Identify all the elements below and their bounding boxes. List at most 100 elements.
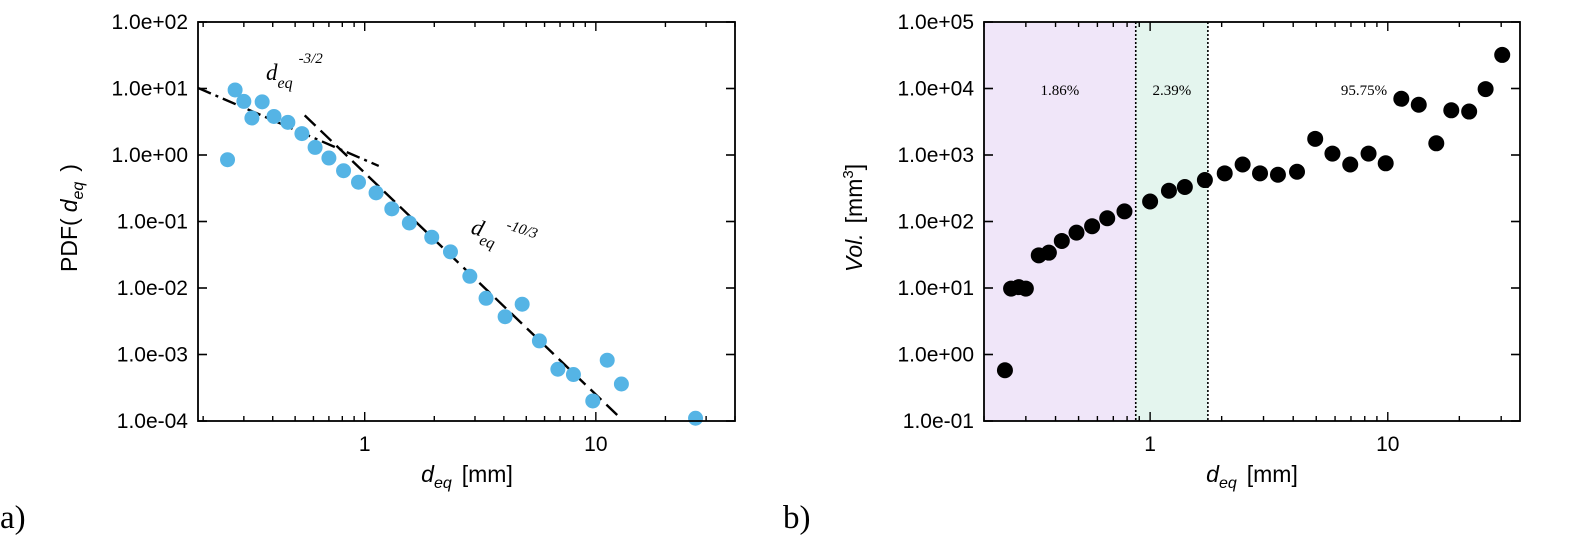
panel-b-data-point <box>1477 81 1494 98</box>
annotation-2-sup: -10/3 <box>504 217 539 242</box>
panel-b-ylabel-unit-sup: 3 <box>840 170 857 178</box>
region-label-1: 1.86% <box>1040 83 1079 99</box>
panel-b-y-tick-label: 1.0e+02 <box>898 211 975 234</box>
panel-a-data-point <box>497 309 513 325</box>
panel-a-x-axis-label: deq[mm] <box>421 461 513 492</box>
annotation-1-sup: -3/2 <box>299 51 324 67</box>
panel-a-annotation-2: deq-10/3 <box>466 207 539 264</box>
panel-a-xlabel-unit: [mm] <box>462 461 513 487</box>
panel-b-data-point <box>1176 179 1193 196</box>
panel-a-y-axis-label: PDF(deq) <box>56 164 87 272</box>
annotation-1-main: d <box>266 60 278 85</box>
panel-a-data-point <box>462 268 478 284</box>
panel-a-y-tick-label: 1.0e-04 <box>117 410 189 433</box>
panel-b-data-point <box>1160 182 1177 199</box>
panel-a-data-point <box>336 163 352 179</box>
panel-a-data-point <box>565 367 581 383</box>
panel-b-data-point <box>1099 210 1116 227</box>
panel-a-y-tick-labels: 1.0e+021.0e+011.0e+001.0e-011.0e-021.0e-… <box>112 11 189 433</box>
panel-b-data-point <box>1461 103 1478 120</box>
panel-b-region-labels: 1.86%2.39%95.75% <box>1040 83 1387 99</box>
region-2 <box>1135 22 1208 421</box>
panel-a-data-point <box>550 361 566 377</box>
panel-b-label: b) <box>783 500 811 536</box>
panel-a-data-point <box>613 376 629 392</box>
panel-b-y-axis-label: Vol. [mm3] <box>840 164 867 272</box>
panel-b-data-point <box>1428 135 1445 152</box>
panel-a-data-point <box>688 410 704 426</box>
panel-b-data-point <box>1017 280 1034 297</box>
panel-b-x-tick-label: 10 <box>1376 433 1399 456</box>
annotation-1-sub: eq <box>278 75 293 92</box>
panel-b-y-tick-label: 1.0e+03 <box>898 144 975 167</box>
panel-b-data-point <box>1216 165 1233 182</box>
annotation-2-sub: eq <box>477 232 497 253</box>
panel-b-data-point <box>1342 156 1359 173</box>
panel-a-label: a) <box>0 500 26 536</box>
panel-b-data-point <box>1269 166 1286 183</box>
panel-a-data-point <box>307 139 323 155</box>
panel-a-x-tick-label: 10 <box>584 433 607 456</box>
panel-a-points <box>220 82 704 426</box>
panel-a-y-tick-label: 1.0e+02 <box>112 11 189 34</box>
panel-a-data-point <box>384 201 400 217</box>
panel-b-xlabel-unit: [mm] <box>1247 461 1298 487</box>
panel-b-chart: 1.0e+051.0e+041.0e+031.0e+021.0e+011.0e+… <box>783 11 1521 536</box>
panel-a-data-point <box>350 174 366 190</box>
panel-a-data-point <box>244 110 260 126</box>
panel-a-data-point <box>220 152 236 168</box>
panel-b-y-tick-label: 1.0e-01 <box>903 410 974 433</box>
panel-a-data-point <box>236 93 252 109</box>
panel-b-ylabel-unit-prefix: [mm <box>841 179 867 224</box>
panel-b-data-point <box>1307 130 1324 147</box>
panel-b-data-point <box>1116 203 1133 220</box>
region-3 <box>1207 22 1520 421</box>
panel-b-xlabel-sub: eq <box>1219 475 1237 492</box>
panel-a-y-tick-label: 1.0e-01 <box>117 211 188 234</box>
panel-b-ylabel-main: Vol. <box>841 233 867 272</box>
panel-b-data-point <box>1068 224 1085 241</box>
panel-b-y-tick-labels: 1.0e+051.0e+041.0e+031.0e+021.0e+011.0e+… <box>898 11 975 433</box>
panel-b-data-point <box>1084 218 1101 235</box>
panel-a-ylabel-suffix: ) <box>56 164 82 172</box>
panel-a-annotation-1: deq -3/2 <box>266 51 323 92</box>
panel-b-data-point <box>1393 90 1410 107</box>
fit-line-1 <box>197 86 380 168</box>
panel-b-data-point <box>1053 232 1070 249</box>
panel-a-y-tick-label: 1.0e+00 <box>112 144 189 167</box>
panel-a-data-point <box>424 229 440 245</box>
panel-b-data-point <box>1252 165 1269 182</box>
panel-b-data-point <box>1360 145 1377 162</box>
fit-line-2 <box>303 114 620 417</box>
panel-a-data-point <box>478 290 494 306</box>
panel-a-data-point <box>227 82 243 98</box>
panel-b-points <box>996 46 1511 379</box>
panel-a-data-point <box>599 352 615 368</box>
panel-a-xlabel-main: d <box>421 461 435 487</box>
panel-a-plot-frame <box>197 21 736 422</box>
panel-a-data-point <box>266 108 282 124</box>
panel-a-ylabel-prefix: PDF( <box>56 218 82 272</box>
panel-a-y-tick-label: 1.0e-03 <box>117 344 188 367</box>
panel-b-ylabel-unit-suffix: ] <box>841 164 867 170</box>
panel-a-data-point <box>442 244 458 260</box>
panel-b-x-axis-label: deq [mm] <box>1206 461 1298 492</box>
panel-b-data-point <box>1289 163 1306 180</box>
panel-b-shaded-regions <box>984 22 1520 421</box>
panel-a-chart: 1.0e+021.0e+011.0e+001.0e-011.0e-021.0e-… <box>0 11 736 536</box>
panel-a-data-point <box>585 393 601 409</box>
panel-b-x-tick-labels: 1 10 <box>1144 433 1399 456</box>
panel-b-xlabel-main: d <box>1206 461 1220 487</box>
panel-b-x-tick-label: 1 <box>1144 433 1156 456</box>
panel-b-data-point <box>1040 244 1057 261</box>
panel-a-data-point <box>531 333 547 349</box>
panel-a-y-tick-label: 1.0e-02 <box>117 277 188 300</box>
region-label-3: 95.75% <box>1341 83 1387 99</box>
panel-b-data-point <box>1234 156 1251 173</box>
panel-a-data-point <box>294 126 310 142</box>
panel-a-data-point <box>368 185 384 201</box>
panel-b-data-point <box>996 362 1013 379</box>
panel-a-data-point <box>514 296 530 312</box>
panel-b-data-point <box>1324 145 1341 162</box>
panel-b-data-point <box>1377 155 1394 172</box>
